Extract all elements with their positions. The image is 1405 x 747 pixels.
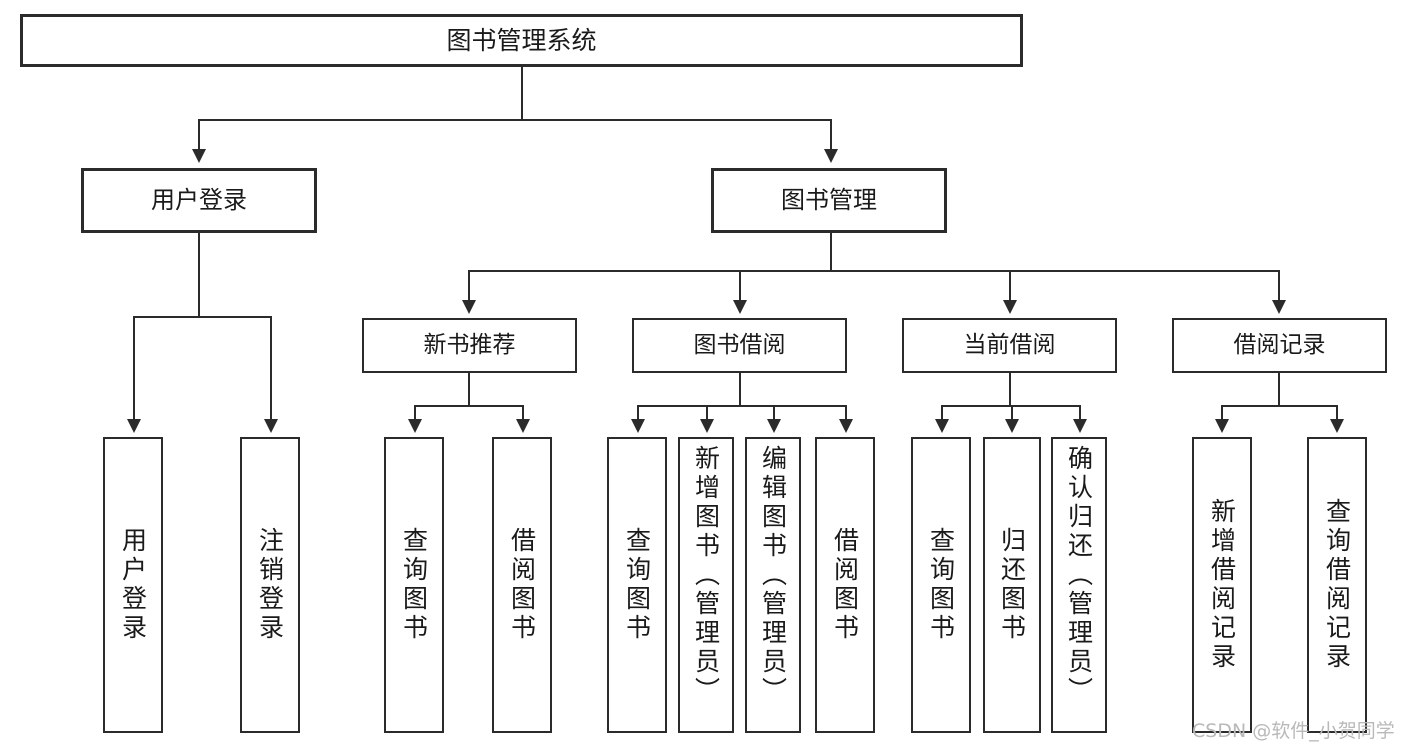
connector-book-borrow-stem — [739, 373, 741, 406]
node-label: 借阅图书 — [507, 527, 537, 643]
leaf-book-borrow-query-books[interactable]: 查询图书 — [607, 437, 667, 733]
node-label: 借阅图书 — [830, 527, 860, 643]
arrow-current-borrow-leaf-3 — [1073, 419, 1087, 433]
connector-to-new-book-rec — [468, 270, 470, 302]
node-label: 新书推荐 — [423, 331, 516, 358]
arrow-new-book-rec-leaf-2 — [516, 419, 530, 433]
node-label: 归还图书 — [997, 527, 1027, 643]
leaf-new-book-rec-borrow-books[interactable]: 借阅图书 — [492, 437, 552, 733]
node-root-book-management-system[interactable]: 图书管理系统 — [20, 14, 1023, 67]
connector-current-borrow-drop-1 — [941, 405, 943, 421]
arrow-book-borrow-leaf-4 — [839, 419, 853, 433]
connector-new-book-rec-stem — [468, 373, 470, 406]
arrow-current-borrow-leaf-2 — [1005, 419, 1019, 433]
arrow-current-borrow-leaf-1 — [935, 419, 949, 433]
leaf-book-borrow-add-book-admin[interactable]: 新增图书（管理员） — [678, 437, 734, 733]
arrow-to-book-borrow — [733, 300, 747, 314]
arrow-user-login-leaf-1 — [127, 419, 141, 433]
leaf-book-borrow-edit-book-admin[interactable]: 编辑图书（管理员） — [745, 437, 801, 733]
node-label: 新增图书（管理员） — [691, 445, 721, 706]
node-borrow-record[interactable]: 借阅记录 — [1172, 318, 1387, 373]
node-label: 查询图书 — [399, 527, 429, 643]
arrow-to-book-manage — [824, 149, 838, 163]
connector-to-borrow-record — [1278, 270, 1280, 302]
node-label: 用户登录 — [151, 186, 247, 215]
arrow-book-borrow-leaf-3 — [767, 419, 781, 433]
node-label: 图书借阅 — [693, 331, 786, 358]
connector-book-borrow-drop-1 — [637, 405, 639, 421]
connector-new-book-rec-bus — [414, 405, 524, 407]
arrow-book-borrow-leaf-1 — [631, 419, 645, 433]
connector-to-book-borrow — [739, 270, 741, 302]
connector-to-user-login — [198, 119, 200, 151]
connector-book-borrow-bus — [637, 405, 847, 407]
connector-user-login-stem — [198, 233, 200, 317]
connector-user-login-drop-2 — [270, 316, 272, 421]
connector-book-borrow-drop-2 — [706, 405, 708, 421]
connector-user-login-bus — [133, 316, 272, 318]
node-current-borrow[interactable]: 当前借阅 — [902, 318, 1117, 373]
connector-user-login-drop-1 — [133, 316, 135, 421]
arrow-to-new-book-rec — [462, 300, 476, 314]
node-label: 确认归还（管理员） — [1064, 445, 1094, 706]
connector-borrow-record-stem — [1278, 373, 1280, 406]
connector-borrow-record-drop-1 — [1221, 405, 1223, 421]
arrow-borrow-record-leaf-1 — [1215, 419, 1229, 433]
node-label: 查询图书 — [926, 527, 956, 643]
connector-borrow-record-drop-2 — [1336, 405, 1338, 421]
arrow-new-book-rec-leaf-1 — [408, 419, 422, 433]
connector-level2-bus — [468, 270, 1280, 272]
leaf-user-login-login[interactable]: 用户登录 — [103, 437, 163, 733]
leaf-borrow-record-query-record[interactable]: 查询借阅记录 — [1307, 437, 1367, 733]
node-label: 图书管理 — [781, 186, 877, 215]
leaf-current-borrow-return-books[interactable]: 归还图书 — [983, 437, 1041, 733]
connector-current-borrow-drop-2 — [1011, 405, 1013, 421]
connector-new-book-rec-drop-2 — [522, 405, 524, 421]
connector-to-book-manage — [830, 119, 832, 151]
leaf-new-book-rec-query-books[interactable]: 查询图书 — [384, 437, 444, 733]
connector-new-book-rec-drop-1 — [414, 405, 416, 421]
node-label: 当前借阅 — [963, 331, 1056, 358]
leaf-current-borrow-confirm-return-admin[interactable]: 确认归还（管理员） — [1051, 437, 1107, 733]
connector-current-borrow-stem — [1009, 373, 1011, 406]
node-label: 新增借阅记录 — [1207, 498, 1237, 672]
node-book-manage[interactable]: 图书管理 — [711, 168, 947, 233]
arrow-user-login-leaf-2 — [264, 419, 278, 433]
node-label: 查询图书 — [622, 527, 652, 643]
connector-book-borrow-drop-3 — [773, 405, 775, 421]
arrow-book-borrow-leaf-2 — [700, 419, 714, 433]
node-new-book-recommendation[interactable]: 新书推荐 — [362, 318, 577, 373]
connector-root-stem — [521, 67, 523, 120]
leaf-current-borrow-query-books[interactable]: 查询图书 — [911, 437, 971, 733]
node-label: 注销登录 — [255, 527, 285, 643]
node-user-login[interactable]: 用户登录 — [81, 168, 317, 233]
connector-root-bus — [198, 119, 832, 121]
arrow-to-borrow-record — [1272, 300, 1286, 314]
leaf-borrow-record-add-record[interactable]: 新增借阅记录 — [1192, 437, 1252, 733]
connector-current-borrow-drop-3 — [1079, 405, 1081, 421]
node-label: 编辑图书（管理员） — [758, 445, 788, 706]
connector-to-current-borrow — [1009, 270, 1011, 302]
arrow-to-current-borrow — [1003, 300, 1017, 314]
leaf-user-login-logout[interactable]: 注销登录 — [240, 437, 300, 733]
connector-book-manage-stem — [830, 233, 832, 271]
node-book-borrow[interactable]: 图书借阅 — [632, 318, 847, 373]
node-label: 用户登录 — [118, 527, 148, 643]
node-label: 图书管理系统 — [446, 25, 597, 55]
connector-borrow-record-bus — [1221, 405, 1338, 407]
node-label: 借阅记录 — [1233, 331, 1326, 358]
node-label: 查询借阅记录 — [1322, 498, 1352, 672]
arrow-borrow-record-leaf-2 — [1330, 419, 1344, 433]
arrow-to-user-login — [192, 149, 206, 163]
leaf-book-borrow-borrow-books[interactable]: 借阅图书 — [815, 437, 875, 733]
connector-book-borrow-drop-4 — [845, 405, 847, 421]
